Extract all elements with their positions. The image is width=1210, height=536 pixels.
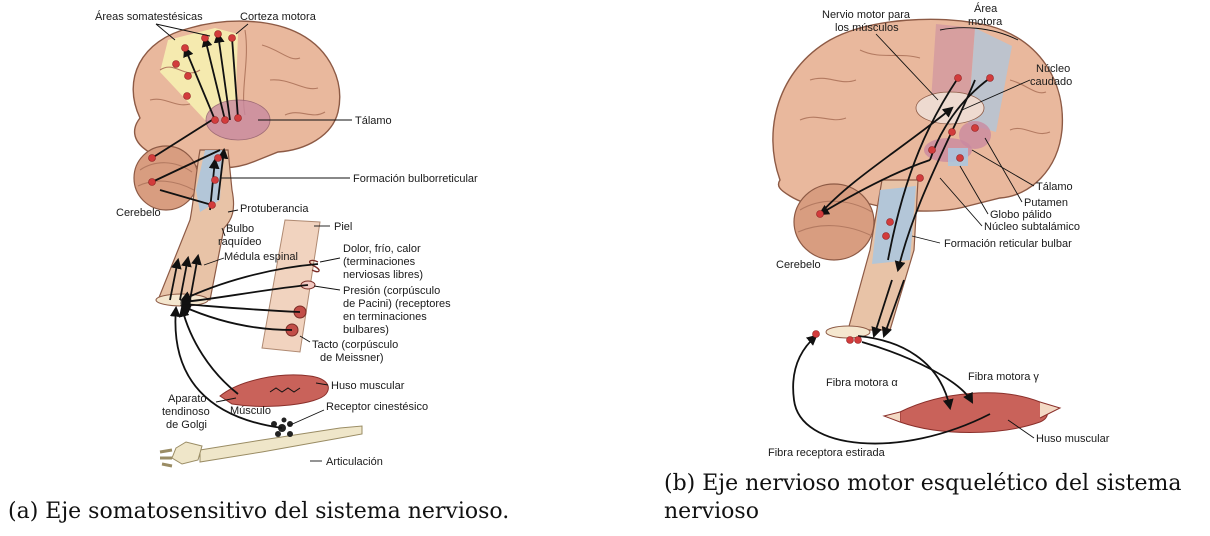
label-pain-3: nerviosas libres) (343, 269, 423, 281)
label-joint: Articulación (326, 456, 383, 468)
label-thalamus-b: Tálamo (1036, 181, 1073, 193)
label-pressure-2: de Pacini) (receptores (343, 298, 451, 310)
label-subthalamic: Núcleo subtalámico (984, 221, 1080, 233)
label-golgi-1: Aparato (168, 393, 207, 405)
label-pressure-4: bulbares) (343, 324, 389, 336)
label-motor-area-1: Área (974, 2, 998, 15)
label-somatosensory-areas: Áreas somatestésicas (95, 10, 203, 23)
label-motor-nerve-1: Nervio motor para (822, 9, 911, 21)
label-pain-2: (terminaciones (343, 256, 416, 268)
label-caudate-2: caudado (1030, 76, 1072, 88)
label-muscle: Músculo (230, 405, 271, 417)
muscle-a (220, 375, 328, 406)
label-medulla-1: Bulbo (226, 223, 254, 235)
label-stretch-fiber: Fibra receptora estirada (768, 447, 886, 459)
label-putamen: Putamen (1024, 197, 1068, 209)
label-pressure-1: Presión (corpúsculo (343, 285, 440, 297)
label-thalamus: Tálamo (355, 115, 392, 127)
label-cerebellum: Cerebelo (116, 207, 161, 219)
cerebellum-b (794, 184, 874, 260)
label-golgi-3: de Golgi (166, 419, 207, 431)
label-muscle-spindle-b: Huso muscular (1036, 433, 1110, 445)
cerebellum-a (134, 146, 198, 210)
panel-a-diagram: Áreas somatestésicas Corteza motora Tála… (95, 10, 478, 468)
label-muscle-spindle-a: Huso muscular (331, 380, 405, 392)
label-pressure-3: en terminaciones (343, 311, 427, 323)
label-motor-cortex: Corteza motora (240, 11, 317, 23)
caption-a: (a) Eje somatosensitivo del sistema nerv… (8, 498, 528, 526)
figure-canvas: Áreas somatestésicas Corteza motora Tála… (0, 0, 1210, 470)
muscle-b (900, 393, 1048, 433)
label-golgi-2: tendinoso (162, 406, 210, 418)
caption-b: (b) Eje nervioso motor esquelético del s… (664, 470, 1204, 526)
label-pain-1: Dolor, frío, calor (343, 243, 421, 255)
label-motor-area-2: motora (968, 16, 1003, 28)
label-alpha-fiber: Fibra motora α (826, 377, 898, 389)
label-reticular-b: Formación reticular bulbar (944, 238, 1072, 250)
label-skin: Piel (334, 221, 352, 233)
label-touch-1: Tacto (corpúsculo (312, 339, 398, 351)
label-spinal-cord: Médula espinal (224, 251, 298, 263)
label-cerebellum-b: Cerebelo (776, 259, 821, 271)
panel-b-diagram: Nervio motor para los músculos Área moto… (768, 2, 1110, 459)
label-gamma-fiber: Fibra motora γ (968, 371, 1039, 383)
label-caudate-1: Núcleo (1036, 63, 1070, 75)
label-bulboreticular: Formación bulborreticular (353, 173, 478, 185)
label-medulla-2: raquídeo (218, 236, 261, 248)
label-touch-2: de Meissner) (320, 352, 384, 364)
label-kinesthetic-receptor: Receptor cinestésico (326, 401, 428, 413)
label-globus-pallidus: Globo pálido (990, 209, 1052, 221)
label-pons: Protuberancia (240, 203, 309, 215)
label-motor-nerve-2: los músculos (835, 22, 899, 34)
